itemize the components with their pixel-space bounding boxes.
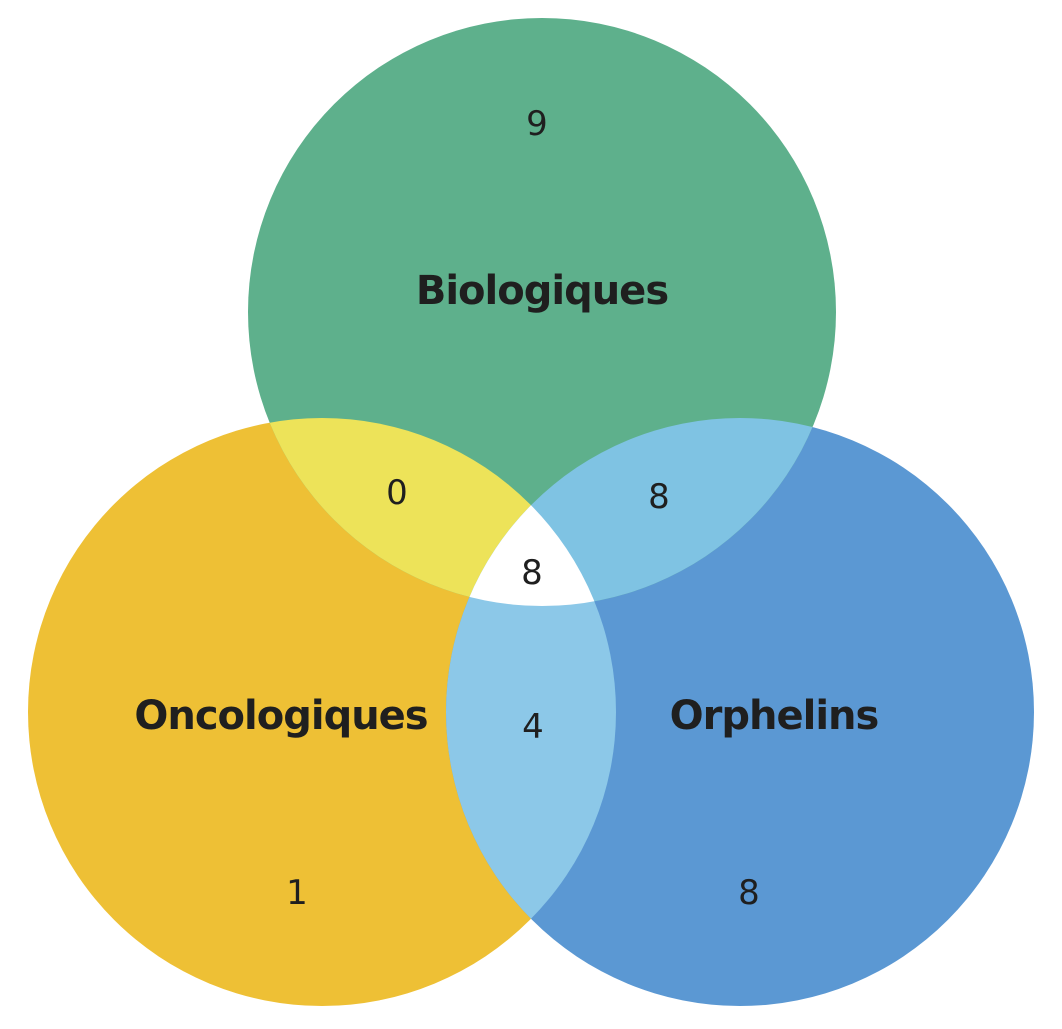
label-oncologiques: Oncologiques xyxy=(134,693,427,739)
count-all: 8 xyxy=(521,553,543,593)
count-orph-only: 8 xyxy=(738,873,760,913)
count-onco-orph: 4 xyxy=(522,707,544,747)
count-onco-only: 1 xyxy=(286,873,308,913)
count-bio-orph: 8 xyxy=(648,477,670,517)
label-biologiques: Biologiques xyxy=(416,268,668,314)
overlap-bio-orph xyxy=(446,418,836,606)
label-orphelins: Orphelins xyxy=(670,693,879,739)
count-bio-onco: 0 xyxy=(386,473,408,513)
overlap-bio-onco xyxy=(248,418,616,606)
count-bio-only: 9 xyxy=(526,104,548,144)
